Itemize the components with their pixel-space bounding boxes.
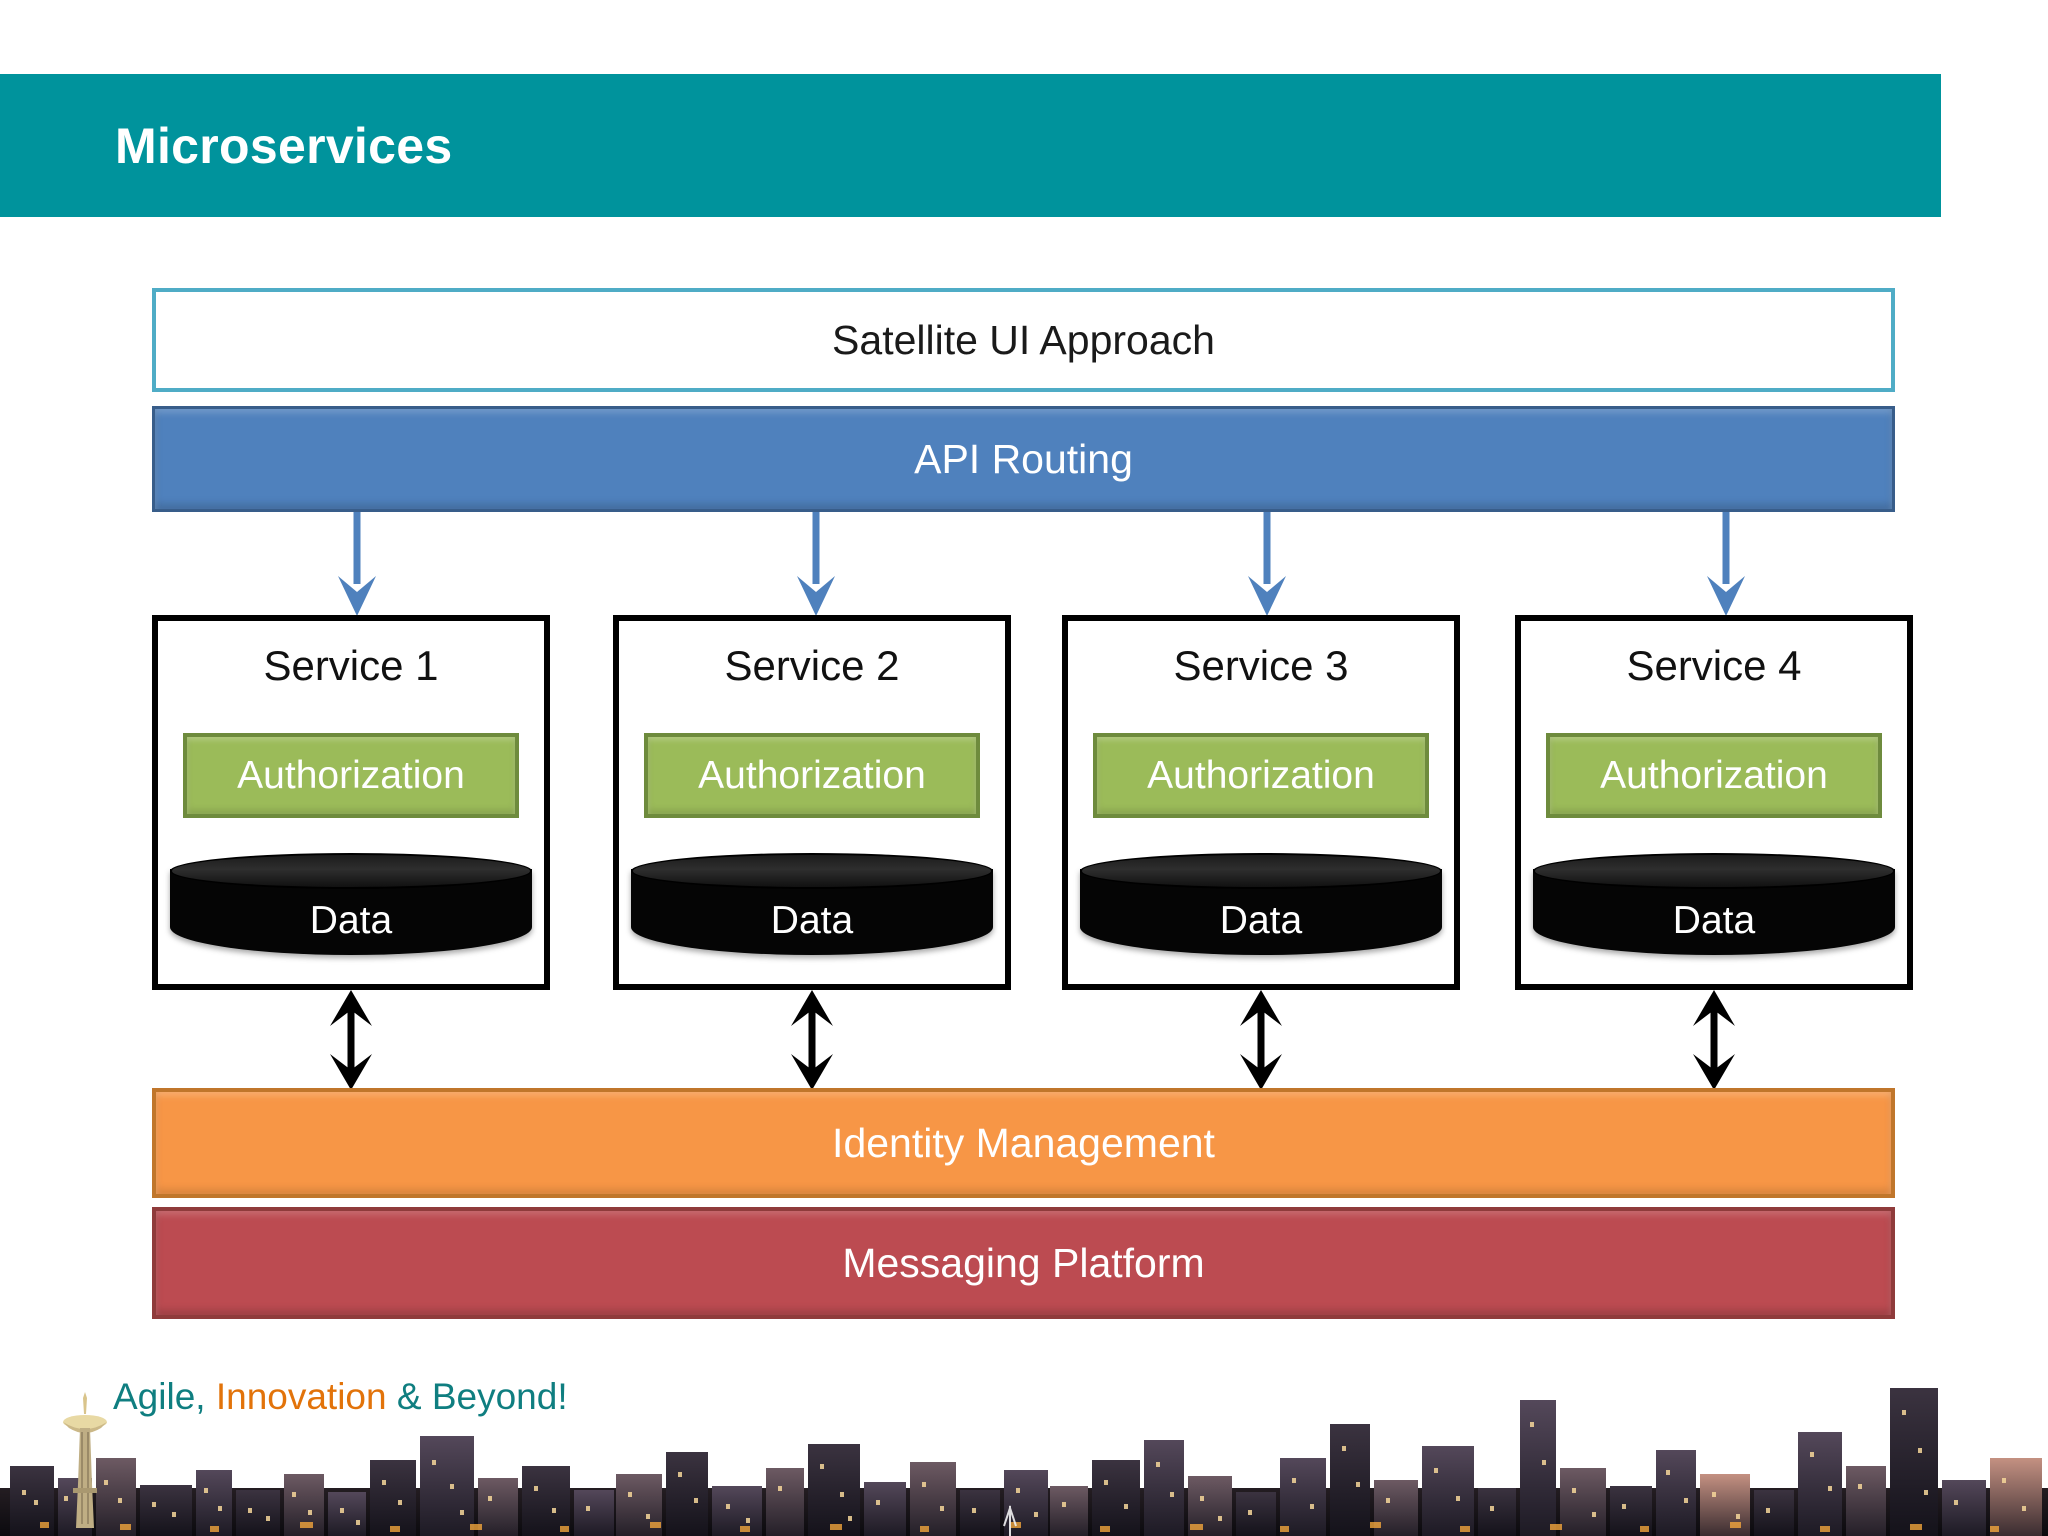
data-store-cylinder: Data — [170, 853, 532, 955]
api-routing-layer: API Routing — [152, 406, 1895, 512]
slide-title-bar: Microservices — [0, 74, 1941, 217]
api-routing-label: API Routing — [914, 435, 1133, 482]
footer-banner: Agile, Innovation & Beyond! — [0, 1340, 2048, 1536]
satellite-ui-layer: Satellite UI Approach — [152, 288, 1895, 392]
arrow-api-to-service-1 — [334, 512, 380, 617]
data-store-cylinder: Data — [631, 853, 993, 955]
service-title: Service 2 — [724, 642, 900, 689]
messaging-platform-layer: Messaging Platform — [152, 1207, 1895, 1319]
data-label: Data — [309, 899, 393, 942]
cylinder-top-ellipse — [170, 853, 532, 889]
data-label: Data — [770, 899, 854, 942]
tagline-part-innovation: Innovation — [215, 1376, 387, 1417]
cylinder-top-ellipse — [1533, 853, 1895, 889]
service-title: Service 3 — [1173, 642, 1349, 689]
authorization-block: Authorization — [1093, 733, 1429, 818]
data-store-cylinder: Data — [1533, 853, 1895, 955]
data-label: Data — [1672, 899, 1756, 942]
footer-tagline: Agile, Innovation & Beyond! — [113, 1376, 568, 1418]
tagline-part-beyond: & Beyond! — [396, 1376, 568, 1417]
service-card-1[interactable]: Service 1 Authorization Data — [152, 615, 550, 990]
identity-management-layer: Identity Management — [152, 1088, 1895, 1198]
authorization-block: Authorization — [1546, 733, 1882, 818]
authorization-block: Authorization — [183, 733, 519, 818]
arrow-api-to-service-3 — [1244, 512, 1290, 617]
data-label: Data — [1219, 899, 1303, 942]
data-store-cylinder: Data — [1080, 853, 1442, 955]
arrow-api-to-service-2 — [793, 512, 839, 617]
cylinder-top-ellipse — [631, 853, 993, 889]
satellite-ui-label: Satellite UI Approach — [832, 316, 1215, 363]
identity-management-label: Identity Management — [832, 1119, 1215, 1166]
arrow-service-1-to-identity — [324, 990, 378, 1090]
space-needle-icon — [63, 1392, 107, 1528]
arrow-service-4-to-identity — [1687, 990, 1741, 1090]
service-card-3[interactable]: Service 3 Authorization Data — [1062, 615, 1460, 990]
messaging-platform-label: Messaging Platform — [842, 1239, 1205, 1286]
arrow-service-2-to-identity — [785, 990, 839, 1090]
service-card-2[interactable]: Service 2 Authorization Data — [613, 615, 1011, 990]
page-title: Microservices — [115, 117, 453, 174]
arrow-api-to-service-4 — [1703, 512, 1749, 617]
service-title: Service 1 — [263, 642, 439, 689]
cylinder-top-ellipse — [1080, 853, 1442, 889]
seattle-skyline-image — [0, 1388, 2048, 1536]
service-title: Service 4 — [1626, 642, 1802, 689]
arrow-service-3-to-identity — [1234, 990, 1288, 1090]
authorization-block: Authorization — [644, 733, 980, 818]
service-card-4[interactable]: Service 4 Authorization Data — [1515, 615, 1913, 990]
tagline-part-agile: Agile, — [113, 1376, 206, 1417]
